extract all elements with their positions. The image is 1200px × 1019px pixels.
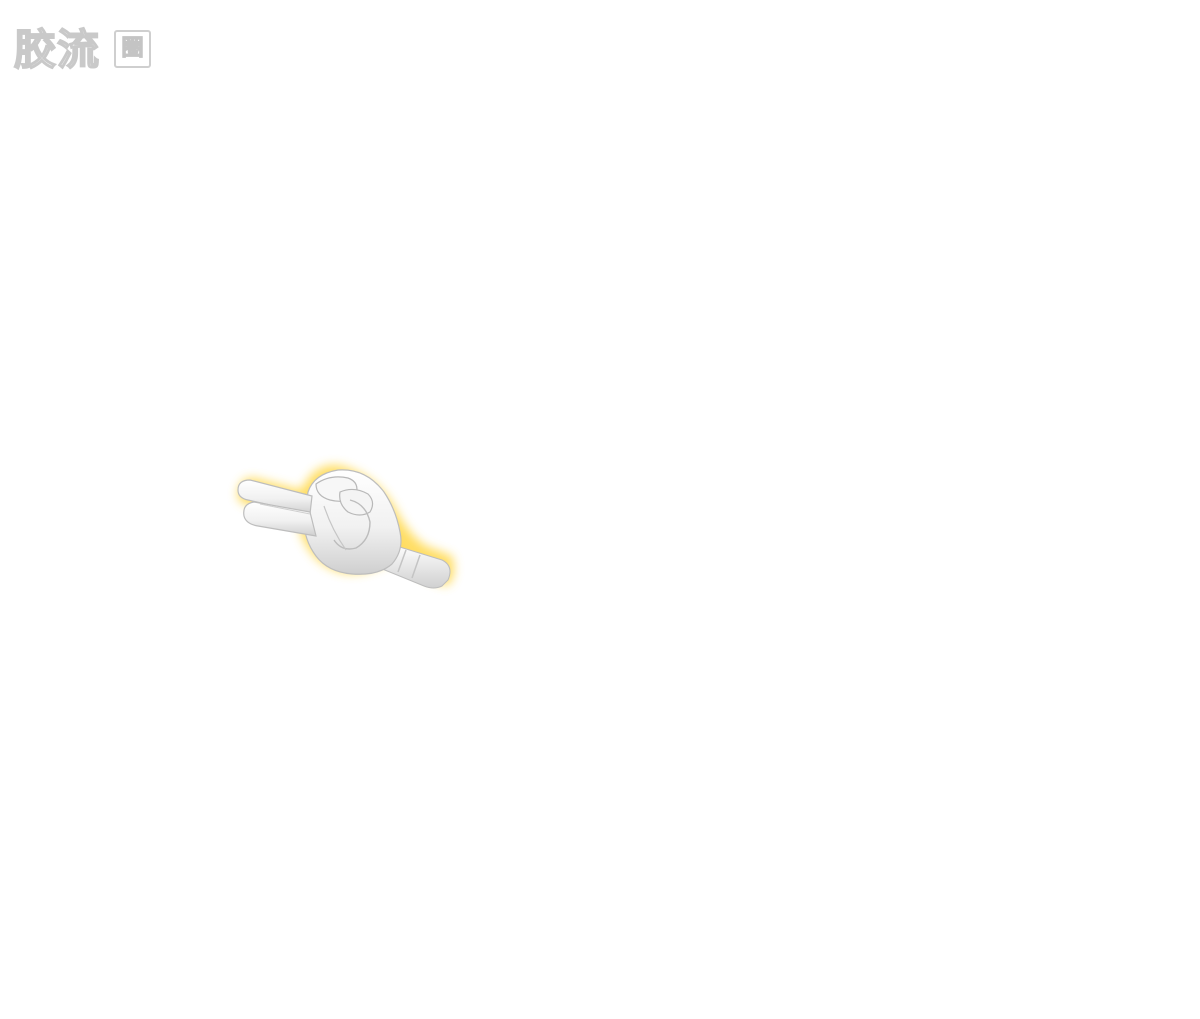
gloved-hand-icon [237,465,454,589]
watermark-text: 胶流 [13,24,101,75]
watermark-logo: 胶流 圈 [13,24,159,76]
glove-middle-finger [243,501,317,537]
watermark-badge-text: 圈 [121,36,144,61]
watermark-badge: 圈 [114,30,151,68]
glove-index-finger [237,479,313,515]
